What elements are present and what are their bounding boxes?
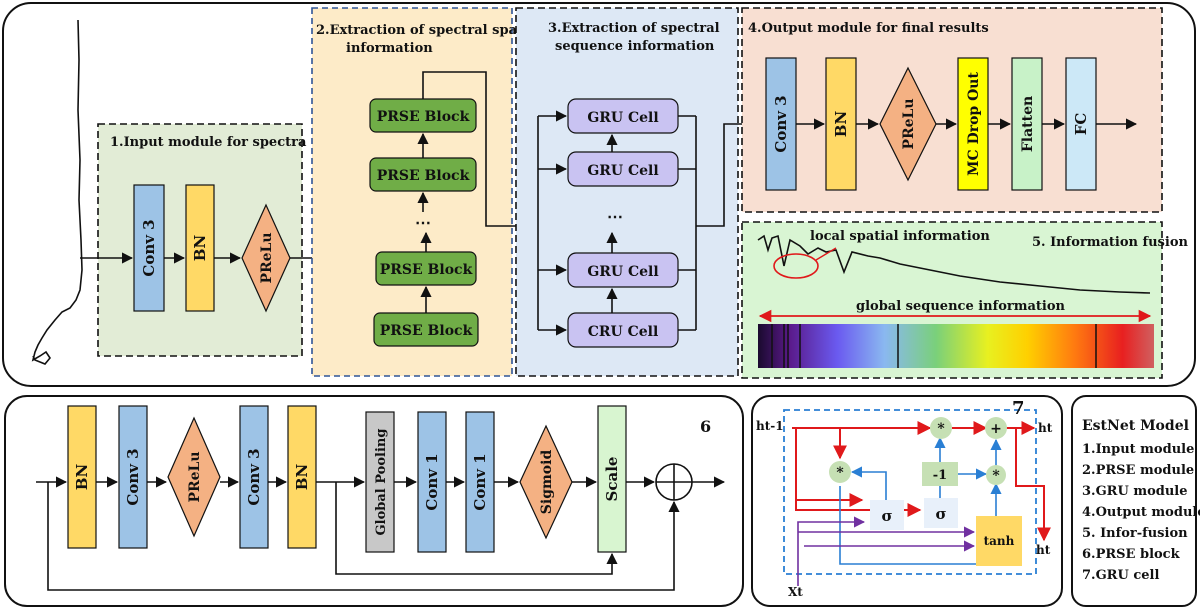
gru-mult-3: *	[992, 468, 1000, 484]
gru-ht-out-label-1: ht	[1038, 421, 1053, 435]
b-prelu-label: PReLu	[187, 451, 203, 502]
gru-mult-node-3	[986, 465, 1006, 485]
color-spectrum-bar	[758, 324, 1154, 368]
output-flatten-block	[1011, 57, 1043, 191]
b-scale	[597, 405, 627, 553]
gru-sigma-2: σ	[935, 505, 946, 523]
gru-mult-node-1	[829, 461, 851, 483]
b-conv1-1-label: Conv 1	[423, 453, 441, 510]
output-conv3-block	[765, 57, 797, 191]
input-prelu-label: PReLu	[259, 232, 275, 283]
legend-title: EstNet Model	[1082, 418, 1189, 434]
output-mc-dropout-block	[957, 57, 989, 191]
fusion-title: 5. Information fusion	[1032, 235, 1188, 250]
gru-module-title-2: sequence information	[555, 39, 715, 54]
prse-dots: ⋯	[415, 213, 431, 232]
prse-module-title-1: 2.Extraction of spectral spatial	[316, 23, 541, 38]
b-scale-label: Scale	[603, 457, 621, 502]
gru-sigma-box-1	[870, 500, 904, 530]
output-prelu-label: PReLu	[901, 98, 917, 149]
legend-item-3: 3.GRU module	[1082, 484, 1188, 499]
gru-cell-3-label: GRU Cell	[587, 264, 658, 280]
b-bn-1-label: BN	[73, 464, 91, 491]
b-bn-2	[287, 405, 317, 549]
gru-dots: ⋯	[607, 207, 623, 226]
gru-sigma-1: σ	[881, 507, 892, 525]
legend-item-5: 5. Infor-fusion	[1082, 526, 1188, 541]
spectrum-lines	[771, 324, 1097, 368]
prse-block-4-label: PRSE Block	[380, 323, 473, 339]
prse-block-1-label: PRSE Block	[377, 109, 470, 125]
output-prelu-diamond	[879, 66, 937, 182]
input-module-title: 1.Input module for spectra	[110, 135, 307, 150]
output-module-box	[741, 7, 1163, 213]
b-conv1-2	[465, 411, 495, 553]
prse-block-3-label: PRSE Block	[380, 262, 473, 278]
b-conv3-2	[239, 405, 269, 549]
gru-cell-dashed-box	[783, 409, 1037, 575]
gru-module-title-1: 3.Extraction of spectral	[548, 21, 720, 36]
gru-ht-prev-label: ht-1	[756, 419, 784, 433]
legend-item-2: 2.PRSE module	[1082, 463, 1194, 478]
gru-minus-one-box	[922, 462, 958, 486]
b-prelu-diamond	[167, 416, 221, 538]
gru-cell-2-label: GRU Cell	[587, 163, 658, 179]
b-conv1-1	[417, 411, 447, 553]
input-conv3-block	[133, 184, 165, 312]
local-info-ellipse	[773, 253, 819, 279]
gru-cell-4-label: CRU Cell	[588, 324, 659, 340]
gru-cell-1-label: GRU Cell	[587, 110, 658, 126]
gru-ht-out-label-2: ht	[1036, 543, 1051, 557]
input-bn-block	[185, 184, 215, 312]
output-bn-label: BN	[832, 111, 850, 138]
b-global-pooling-label: Global Pooling	[374, 429, 389, 536]
gru-minus-one: -1	[933, 468, 947, 483]
legend-item-6: 6.PRSE block	[1082, 547, 1181, 562]
b-bn-2-label: BN	[293, 464, 311, 491]
output-flatten-label: Flatten	[1020, 96, 1036, 152]
gru-plus-node	[985, 417, 1007, 439]
output-fc-block	[1065, 57, 1097, 191]
input-conv3-label: Conv 3	[140, 219, 158, 276]
prse-module-title-2: information	[346, 41, 433, 56]
output-conv3-label: Conv 3	[772, 95, 790, 152]
b-sigmoid-label: Sigmoid	[539, 450, 555, 515]
gru-xt-label: Xt	[788, 585, 803, 599]
gru-tanh-box	[976, 516, 1022, 566]
gru-sigma-box-2	[924, 498, 958, 528]
gru-mult-2: *	[937, 421, 945, 437]
gru-plus: +	[990, 421, 1002, 437]
prse-panel-number: 6	[700, 417, 711, 436]
output-bn-block	[825, 57, 857, 191]
b-conv3-1	[118, 405, 148, 549]
gru-mult-node-2	[930, 417, 952, 439]
output-mc-dropout-label: MC Drop Out	[966, 72, 982, 176]
b-bn-1	[67, 405, 97, 549]
input-spectrum-curve	[31, 19, 83, 365]
gru-mult-1: *	[836, 465, 844, 481]
b-conv1-2-label: Conv 1	[471, 453, 489, 510]
global-sequence-label: global sequence information	[856, 299, 1066, 314]
fusion-spectrum-curve	[757, 234, 1151, 294]
legend-item-7: 7.GRU cell	[1082, 568, 1159, 583]
b-conv3-2-label: Conv 3	[245, 448, 263, 505]
gru-tanh: tanh	[984, 534, 1015, 548]
legend-item-4: 4.Output module	[1082, 505, 1200, 520]
output-fc-label: FC	[1072, 113, 1090, 136]
local-spatial-label: local spatial information	[810, 229, 990, 244]
legend-panel	[1071, 395, 1197, 607]
gru-panel-number: 7	[1012, 398, 1025, 419]
b-sigmoid-diamond	[519, 424, 573, 540]
legend-item-1: 1.Input module	[1082, 442, 1194, 457]
b-conv3-1-label: Conv 3	[124, 448, 142, 505]
input-bn-label: BN	[191, 235, 209, 262]
prse-block-2-label: PRSE Block	[377, 168, 470, 184]
output-module-title: 4.Output module for final results	[748, 21, 989, 36]
input-prelu-diamond	[241, 203, 291, 313]
